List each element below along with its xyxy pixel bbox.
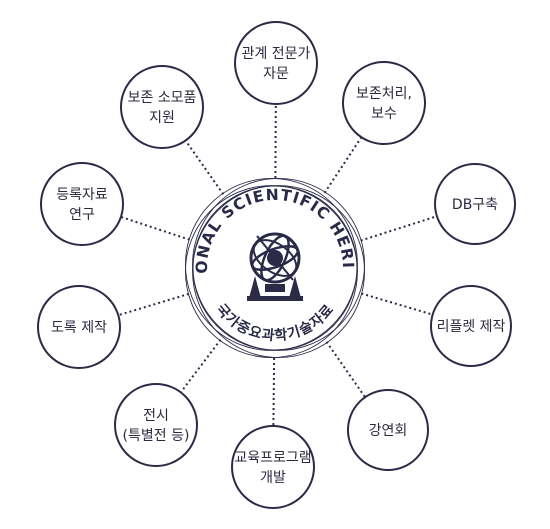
connector-catalog [118,292,190,317]
connector-supplies [184,140,225,195]
connector-db [360,215,438,242]
connectors [118,103,438,427]
node-label: DB구축 [452,197,498,213]
armillary-sphere-icon [247,232,303,301]
node-exhibit: 전시 (특별전 등) [114,383,198,467]
connector-lecture [325,341,366,398]
node-circle [40,162,124,246]
seal-ring [192,178,365,351]
connector-conservation [323,136,363,194]
node-label: 도록 제작 [51,320,107,336]
node-lecture: 강연회 [347,389,429,471]
node-circle [37,285,121,369]
node-label: 리플렛 제작 [437,319,506,335]
node-label: 관계 전문가 [242,46,311,62]
node-leaflet: 리플렛 제작 [430,285,512,367]
node-label: (특별전 등) [123,428,190,444]
node-conservation: 보존처리, 보수 [342,61,426,145]
node-db: DB구축 [434,163,516,245]
connector-exhibit [180,339,222,393]
node-catalog: 도록 제작 [37,285,121,369]
node-label: 강연회 [369,423,408,439]
node-label: 개발 [260,470,286,486]
connector-research [120,215,190,241]
connector-leaflet [361,292,433,316]
node-label: 교육프로그램 [234,450,311,466]
connector-education [272,357,276,427]
node-label: 자문 [263,66,289,82]
node-circle [347,389,429,471]
node-label: 보수 [371,106,397,122]
node-label: 등록자료 [56,187,108,203]
node-circle [120,65,204,149]
node-label: 전시 [143,408,169,424]
seal-inner-circle [192,185,358,351]
node-circle [234,21,318,105]
node-label: 보존 소모품 [128,90,197,106]
node-circle [231,425,315,509]
node-label: 지원 [149,110,175,126]
node-circle [434,163,516,245]
node-circle [342,61,426,145]
seal-rings [185,178,365,358]
node-circle [114,383,198,467]
node-label: 보존처리, [356,86,412,102]
node-label: 연구 [69,207,95,223]
node-circle [430,285,512,367]
